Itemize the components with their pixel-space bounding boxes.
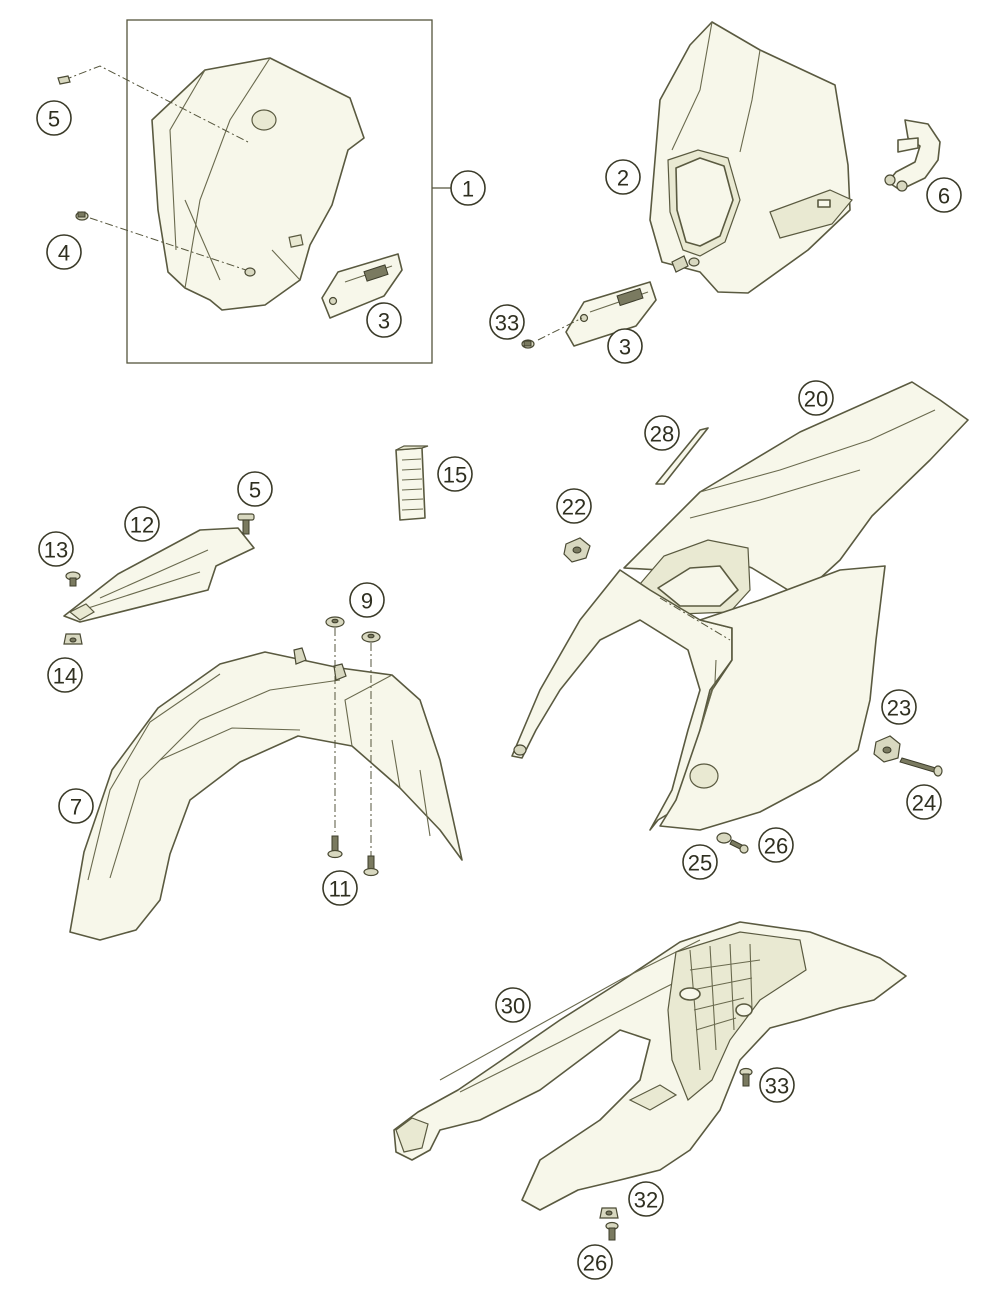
callout-22: 22	[556, 488, 592, 524]
callout-14: 14	[47, 657, 83, 693]
callout-13: 13	[38, 531, 74, 567]
screw-33-top	[521, 317, 583, 349]
svg-text:9: 9	[361, 589, 373, 614]
screw-4	[75, 211, 247, 271]
callout-12: 12	[124, 506, 160, 542]
svg-text:2: 2	[617, 166, 629, 191]
svg-text:26: 26	[764, 834, 788, 859]
svg-text:15: 15	[443, 463, 467, 488]
svg-text:33: 33	[765, 1074, 789, 1099]
screw-13	[65, 571, 81, 587]
svg-text:22: 22	[562, 495, 586, 520]
part-15-decal-strip	[395, 445, 429, 521]
part-30-seat-base	[393, 921, 907, 1211]
callout-28: 28	[644, 415, 680, 451]
callout-11: 11	[322, 870, 358, 906]
svg-text:5: 5	[48, 107, 60, 132]
callout-4: 4	[46, 234, 82, 270]
callout-2: 2	[605, 159, 641, 195]
part-28-decal	[655, 427, 709, 485]
svg-text:3: 3	[619, 335, 631, 360]
svg-text:28: 28	[650, 422, 674, 447]
nut-22	[563, 537, 591, 563]
nut-32	[599, 1207, 619, 1219]
svg-text:11: 11	[329, 877, 352, 902]
part-1-number-plate	[151, 57, 365, 311]
svg-text:3: 3	[378, 309, 390, 334]
svg-text:4: 4	[58, 241, 70, 266]
part-3-decal-right	[565, 281, 657, 347]
callout-9: 9	[349, 582, 385, 618]
callout-1: 1	[450, 170, 486, 206]
part-3-decal-left	[321, 253, 403, 319]
part-6-clamp	[884, 119, 941, 192]
callout-33-top: 33	[489, 304, 525, 340]
callout-5-top: 5	[36, 100, 72, 136]
callout-33-bottom: 33	[759, 1067, 795, 1103]
callout-6: 6	[926, 177, 962, 213]
part-12-fork-guard	[63, 527, 255, 623]
screw-24	[899, 757, 943, 777]
screw-5-mid	[237, 513, 255, 535]
callout-23: 23	[881, 689, 917, 725]
screw-33-bottom	[739, 1067, 753, 1087]
svg-text:25: 25	[688, 851, 712, 876]
svg-text:32: 32	[634, 1188, 658, 1213]
screw-11-left	[327, 835, 343, 859]
svg-text:26: 26	[583, 1251, 607, 1276]
svg-text:13: 13	[44, 538, 68, 563]
svg-text:1: 1	[462, 177, 474, 202]
callout-5-mid: 5	[237, 471, 273, 507]
nut-14	[63, 633, 83, 645]
part-2-headlight-mask	[649, 21, 853, 294]
callout-24: 24	[906, 784, 942, 820]
screw-26-bottom	[605, 1221, 619, 1241]
part-20-side-panel	[511, 565, 886, 831]
screw-5-top	[57, 65, 249, 143]
assembly-1-box	[126, 19, 433, 364]
washer-9-right	[361, 631, 381, 643]
svg-text:5: 5	[249, 478, 261, 503]
svg-text:30: 30	[501, 994, 525, 1019]
svg-text:33: 33	[495, 311, 519, 336]
callout-25: 25	[682, 844, 718, 880]
callout-32: 32	[628, 1181, 664, 1217]
washer-9-left	[325, 616, 345, 628]
callout-30: 30	[495, 987, 531, 1023]
callout-26-mid: 26	[758, 827, 794, 863]
svg-text:23: 23	[887, 696, 911, 721]
callout-20: 20	[798, 380, 834, 416]
callout-15: 15	[437, 456, 473, 492]
svg-text:7: 7	[70, 795, 82, 820]
callout-3-left: 3	[366, 302, 402, 338]
svg-text:20: 20	[804, 387, 828, 412]
svg-text:6: 6	[938, 184, 950, 209]
washer-25	[716, 832, 732, 844]
part-20-rear-fender	[623, 381, 969, 615]
screw-11-right	[363, 855, 379, 877]
callout-7: 7	[58, 788, 94, 824]
svg-text:14: 14	[53, 664, 77, 689]
callout-26-bottom: 26	[577, 1244, 613, 1280]
part-7-front-fender	[69, 647, 463, 941]
grommet-23	[873, 735, 901, 763]
svg-text:12: 12	[130, 513, 154, 538]
svg-text:24: 24	[912, 791, 936, 816]
screw-26-mid	[729, 839, 749, 854]
callout-3-right: 3	[607, 328, 643, 364]
